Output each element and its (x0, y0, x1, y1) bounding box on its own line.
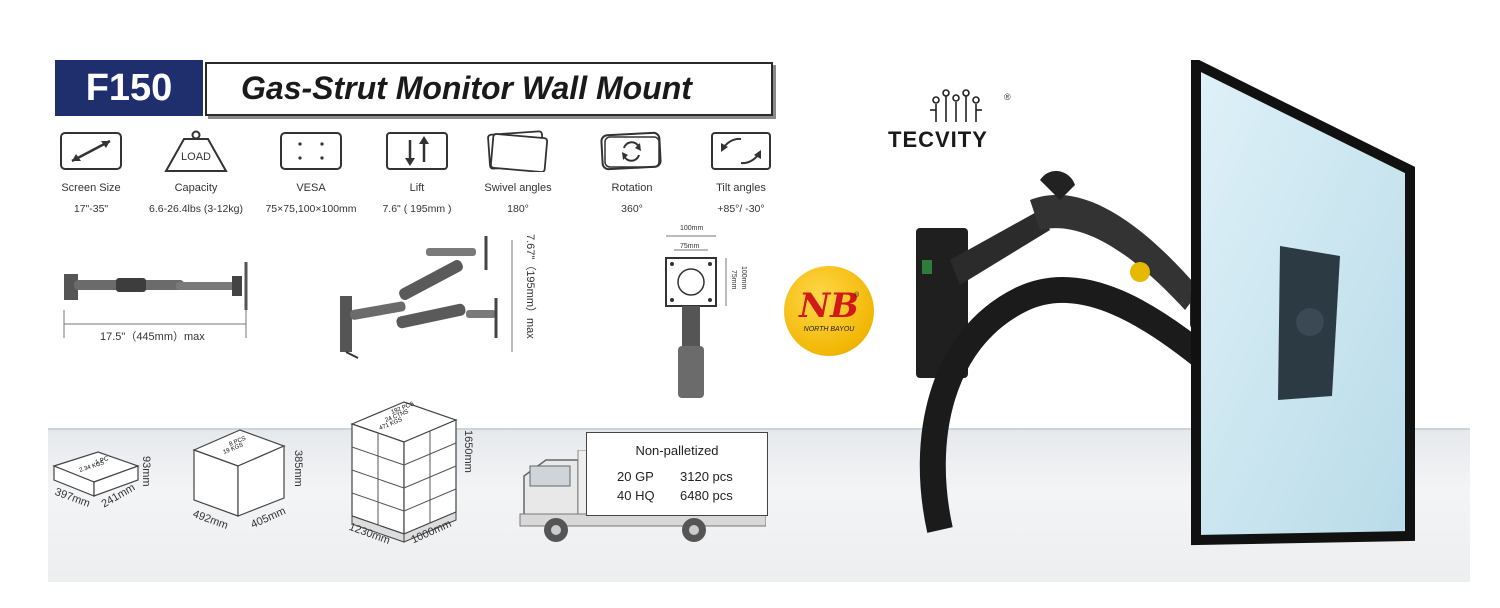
weight-icon: LOAD (141, 130, 251, 172)
diagonal-arrow-icon (36, 130, 146, 172)
vesa-100-height: 100mm (740, 266, 747, 290)
arm-extension-drawing (63, 262, 248, 338)
north-bayou-badge: NB ® NORTH BAYOU (784, 266, 874, 356)
shipping-title: Non-palletized (635, 443, 719, 458)
spec-value: 7.6" ( 195mm ) (382, 203, 452, 215)
spec-value: 180° (507, 203, 529, 215)
spec-value: 17"-35" (73, 203, 109, 215)
spec-label: Lift (409, 182, 425, 194)
single-box-text-1: 1 PC (95, 456, 110, 466)
container-40hq: 40 HQ (617, 488, 655, 503)
vesa-75-height: 75mm (730, 270, 737, 290)
tilt-icon (686, 130, 796, 172)
qty-20gp: 3120 pcs (680, 469, 733, 484)
nb-logo-text: NB (799, 286, 859, 326)
spec-value: 75×75,100×100mm (265, 203, 357, 215)
single-box-drawing: 1 PC 2.34 KGS (52, 451, 140, 497)
rotation-icon (577, 130, 687, 172)
spec-label: Tilt angles (716, 182, 766, 194)
title-box: Gas-Strut Monitor Wall Mount (205, 62, 773, 116)
spec-label: Screen Size (61, 182, 121, 194)
spec-capacity: LOAD Capacity 6.6-26.4lbs (3-12kg) (141, 130, 251, 215)
tecvity-brand-name: TECVITY (888, 127, 988, 152)
floor-line (48, 428, 1470, 430)
vesa-100-width: 100mm (680, 225, 704, 232)
container-20gp: 20 GP (617, 469, 654, 484)
model-badge: F150 (55, 60, 203, 116)
spec-label: Capacity (174, 182, 218, 194)
spec-label: VESA (296, 182, 326, 194)
weight-icon-text: LOAD (181, 151, 211, 163)
carton-height: 385mm (292, 450, 304, 487)
product-title: Gas-Strut Monitor Wall Mount (241, 70, 692, 106)
spec-screen-size: Screen Size 17"-35" (36, 130, 146, 215)
spec-swivel: Swivel angles 180° (463, 130, 573, 215)
spec-label: Swivel angles (484, 182, 552, 194)
spec-value: +85°/ -30° (717, 203, 765, 215)
spec-label: Rotation (611, 182, 653, 194)
qty-40hq: 6480 pcs (680, 488, 733, 503)
extension-dimension: 17.5"（445mm）max (100, 331, 205, 343)
carton-drawing: 8 PCS 19 KGS (192, 429, 286, 517)
pallet-height: 1650mm (462, 430, 474, 473)
single-box-height: 93mm (140, 456, 152, 487)
product-photo (916, 60, 1415, 546)
vesa-holes-icon (256, 130, 366, 172)
vesa-75-width: 75mm (680, 243, 700, 250)
arm-lift-drawing (340, 236, 513, 359)
tecvity-logo-icon (930, 89, 982, 122)
spec-tilt: Tilt angles +85°/ -30° (686, 130, 796, 215)
spec-rotation: Rotation 360° (577, 130, 687, 215)
spec-value: 6.6-26.4lbs (3-12kg) (149, 203, 243, 215)
spec-value: 360° (621, 203, 643, 215)
pallet-drawing: 192 PCS 24 CTNS 471 KGS (350, 401, 458, 543)
swivel-icon (463, 130, 573, 172)
title-bar: Gas-Strut Monitor Wall Mount F150 (55, 60, 773, 116)
lift-arrows-icon (362, 130, 472, 172)
nb-registered-mark: ® (854, 292, 860, 299)
lift-dimension: 7.67"（195mm）max (524, 234, 536, 339)
tecvity-registered-mark: ® (1004, 92, 1011, 102)
spec-lift: Lift 7.6" ( 195mm ) (362, 130, 472, 215)
shipping-info-box: Non-palletized 20 GP 3120 pcs 40 HQ 6480… (586, 432, 768, 516)
vesa-plate-drawing (665, 235, 727, 398)
nb-subtitle: NORTH BAYOU (803, 326, 855, 333)
spec-vesa: VESA 75×75,100×100mm (256, 130, 366, 215)
